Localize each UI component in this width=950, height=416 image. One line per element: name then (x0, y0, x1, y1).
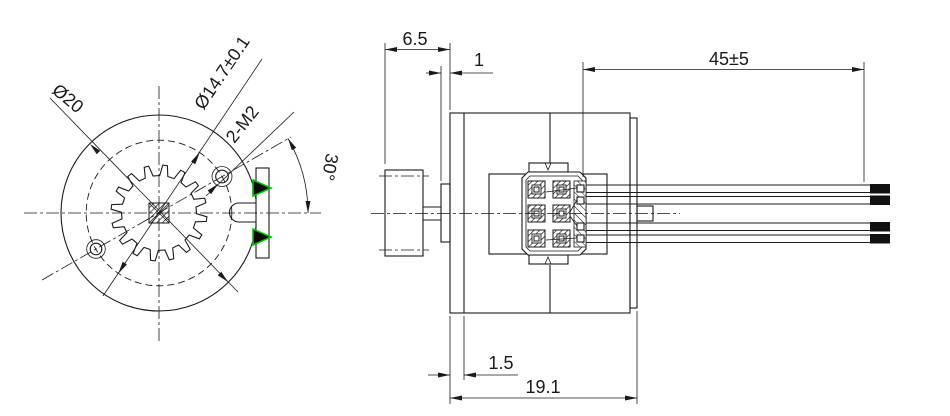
dim-pinion-to-face: 6.5 (384, 29, 451, 164)
lead-wires (586, 184, 890, 244)
wire-stripped-tip (870, 234, 890, 244)
connector-assembly (488, 162, 608, 265)
dim-mount-circle: Ø14.7±0.1 (102, 32, 263, 297)
connector-pins (527, 180, 571, 248)
wire-arrow-bottom-icon (252, 227, 273, 247)
dim-mount-holes-label: 2-M2 (222, 102, 263, 147)
rear-end-cap (629, 117, 638, 309)
dim-hole-angle-label: 30° (318, 152, 342, 182)
dim-hole-angle: 30° (287, 138, 342, 214)
wire-stripped-tip (870, 195, 890, 205)
dim-flange-thickness-label: 1 (474, 50, 484, 70)
dim-face-offset: 1.5 (428, 316, 518, 404)
front-centerlines (24, 86, 321, 344)
dim-mount-circle-label: Ø14.7±0.1 (190, 32, 254, 113)
dim-face-offset-label: 1.5 (488, 353, 513, 373)
pinion-gear-side (379, 169, 429, 257)
wire-direction-arrows (252, 178, 273, 247)
mount-flange (440, 183, 451, 243)
wire-arrow-top-icon (252, 178, 273, 198)
dim-flange-thickness: 1 (426, 50, 493, 181)
front-view: Ø20 Ø14.7±0.1 2-M2 30° (24, 32, 342, 344)
dim-pinion-to-face-label: 6.5 (402, 29, 427, 49)
dim-body-length: 19.1 (450, 311, 638, 404)
wire-stripped-tip (870, 222, 890, 232)
motor-body (449, 112, 654, 314)
mount-hole-upper (211, 166, 233, 187)
motor-shaft (423, 206, 441, 221)
pin-leaders (545, 187, 578, 241)
dim-lead-length-label: 45±5 (709, 49, 749, 69)
dim-lead-length: 45±5 (582, 49, 865, 182)
dim-body-length-label: 19.1 (525, 377, 560, 397)
wire-stripped-tip (870, 184, 890, 194)
dim-outer-diameter-label: Ø20 (48, 80, 87, 117)
pinion-gear-front (110, 164, 208, 262)
terminal-strip (573, 180, 587, 248)
mount-hole-lower (86, 239, 106, 259)
side-view: 6.5 1 45±5 1.5 (371, 29, 890, 404)
